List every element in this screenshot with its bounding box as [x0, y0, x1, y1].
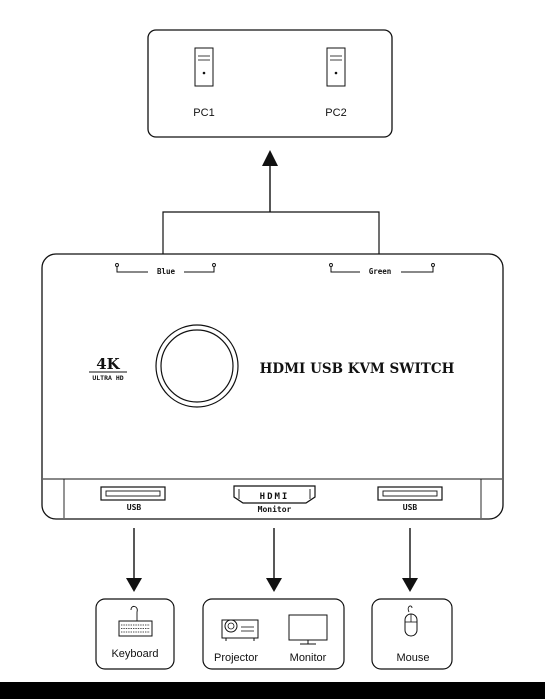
pc-tower-icon	[326, 47, 346, 87]
monitor-port-label: Monitor	[258, 504, 292, 514]
pc-group: PC1 PC2	[147, 29, 393, 138]
mouse-output: Mouse	[371, 598, 453, 670]
blue-cable-marker	[115, 263, 216, 273]
bottom-black-bar	[0, 682, 545, 699]
down-arrow-display	[266, 528, 282, 592]
switch-button-icon	[155, 324, 239, 408]
projector-label: Projector	[214, 652, 258, 664]
mouse-icon	[404, 605, 418, 637]
hdmi-port	[233, 485, 316, 504]
pc-tower-icon	[194, 47, 214, 87]
badge-sub: ULTRA HD	[92, 374, 123, 382]
hdmi-inner-label: HDMI	[260, 492, 290, 502]
kvm-switch: Blue Green 4K ULTRA HD HDMI USB KVM SWIT…	[41, 253, 504, 520]
usb-label-left: USB	[127, 503, 142, 512]
display-outputs: Projector Monitor	[202, 598, 345, 670]
switch-body	[41, 253, 504, 520]
badge-main: 4K	[96, 355, 120, 373]
mouse-label: Mouse	[396, 652, 429, 664]
monitor-icon	[288, 614, 328, 645]
pc2-label: PC2	[325, 107, 346, 119]
monitor-label: Monitor	[290, 652, 327, 664]
pc1-label: PC1	[193, 107, 214, 119]
usb-port-left	[100, 486, 166, 501]
up-arrow	[162, 150, 380, 262]
keyboard-output: Keyboard	[95, 598, 175, 670]
switch-title: HDMI USB KVM SWITCH	[260, 361, 455, 377]
usb-port-right	[377, 486, 443, 501]
green-cable-label: Green	[369, 267, 392, 276]
down-arrow-keyboard	[126, 528, 142, 592]
projector-icon	[221, 619, 259, 641]
pc-box	[147, 29, 393, 138]
down-arrow-mouse	[402, 528, 418, 592]
keyboard-icon	[118, 605, 153, 637]
keyboard-label: Keyboard	[111, 648, 158, 660]
green-cable-marker	[329, 263, 435, 273]
blue-cable-label: Blue	[157, 267, 176, 276]
4k-ultra-hd-badge: 4K ULTRA HD	[89, 355, 127, 382]
usb-label-right: USB	[403, 503, 418, 512]
